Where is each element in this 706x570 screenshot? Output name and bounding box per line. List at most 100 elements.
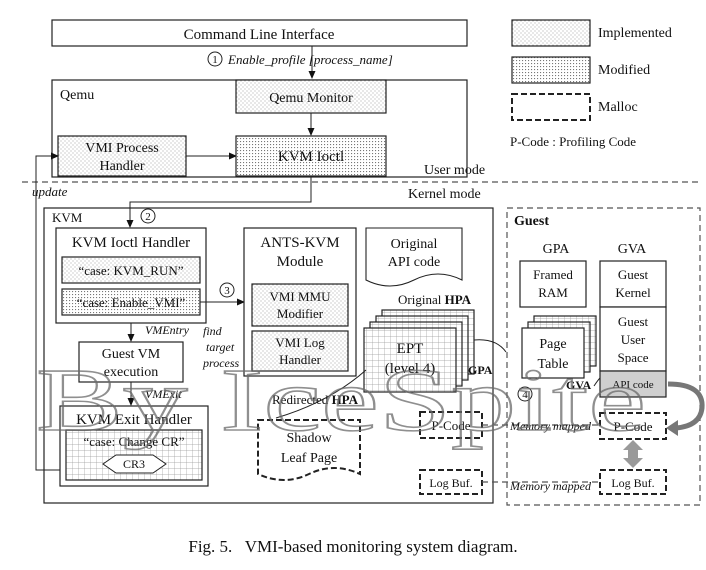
ants-kvm-title-1: ANTS-KVM bbox=[260, 235, 339, 251]
guest-kernel-label-2: Kernel bbox=[615, 285, 651, 300]
vmexit-label: VMExit bbox=[145, 387, 182, 401]
memory-mapped-label-1: Memory mapped bbox=[509, 419, 592, 433]
guest-logbuf-label: Log Buf. bbox=[611, 476, 654, 490]
legend-pcode-note: P-Code : Profiling Code bbox=[510, 134, 636, 149]
guest-user-space-label-3: Space bbox=[617, 350, 648, 365]
vmi-mmu-modifier-box bbox=[251, 283, 349, 327]
kvm-exit-handler-label: KVM Exit Handler bbox=[76, 412, 192, 428]
redirected-hpa-label: Redirected HPA bbox=[272, 392, 359, 407]
step-2-marker bbox=[140, 208, 156, 224]
step-1-marker bbox=[207, 51, 223, 67]
find-label-3: process bbox=[202, 356, 240, 370]
step-4-number: 4 bbox=[522, 389, 528, 401]
vmi-log-handler-label-1: VMI Log bbox=[275, 335, 325, 350]
ants-kvm-title-2: Module bbox=[277, 254, 324, 270]
find-label-1: find bbox=[203, 324, 223, 338]
legend-malloc-swatch bbox=[511, 93, 591, 121]
guest-kernel-label-1: Guest bbox=[618, 267, 649, 282]
guest-gva-header: GVA bbox=[618, 242, 647, 257]
guest-logbuf-box bbox=[599, 469, 667, 495]
step-2-number: 2 bbox=[145, 211, 151, 223]
kvm-ioctl-label: KVM Ioctl bbox=[278, 149, 344, 165]
pcode-kernel-box bbox=[419, 411, 483, 439]
case-enable-vmi-label: “case: Enable_VMI” bbox=[77, 295, 186, 310]
original-api-code-page bbox=[365, 227, 463, 287]
legend-implemented-swatch bbox=[511, 19, 591, 47]
kernel-mode-label: Kernel mode bbox=[408, 187, 481, 202]
case-kvm-run-box bbox=[61, 256, 201, 284]
guest-vm-execution-box bbox=[78, 341, 184, 383]
logbuf-kernel-box bbox=[419, 469, 483, 495]
user-mode-label: User mode bbox=[424, 163, 485, 178]
guest-vm-execution-label-1: Guest VM bbox=[102, 347, 161, 362]
case-enable-vmi-box bbox=[61, 288, 201, 316]
legend-implemented-label: Implemented bbox=[598, 26, 672, 41]
guest-vm-execution-label-2: execution bbox=[104, 365, 158, 380]
ept-stack bbox=[363, 309, 475, 393]
vmi-process-handler-label-1: VMI Process bbox=[85, 141, 159, 156]
case-change-cr-label: “case: Change CR” bbox=[83, 434, 184, 449]
guest-api-code-box bbox=[599, 370, 667, 398]
ept-label-2: (level 4) bbox=[385, 361, 435, 377]
page-table-label-2: Table bbox=[538, 357, 569, 372]
page-table-stack bbox=[521, 315, 597, 379]
cr3-diamond bbox=[102, 454, 167, 474]
pcode-logbuf-double-arrow bbox=[623, 440, 643, 468]
legend-modified-swatch bbox=[511, 56, 591, 84]
qemu-monitor-label: Qemu Monitor bbox=[269, 91, 353, 106]
cli-box bbox=[51, 19, 468, 47]
shadow-leaf-page-label-2: Leaf Page bbox=[281, 451, 337, 466]
original-hpa-label: Original HPA bbox=[398, 292, 472, 307]
legend: Implemented Modified Malloc P-Code : Pro… bbox=[510, 19, 672, 149]
api-to-pcode-arrow bbox=[667, 381, 705, 431]
original-api-code-label-1: Original bbox=[391, 237, 438, 252]
case-kvm-run-label: “case: KVM_RUN” bbox=[78, 263, 183, 278]
guest-label: Guest bbox=[514, 214, 549, 229]
figure-caption: Fig. 5. VMI-based monitoring system diag… bbox=[188, 537, 517, 556]
step-1-text: Enable_profile [process_name] bbox=[227, 52, 393, 67]
page-table-label-1: Page bbox=[539, 337, 566, 352]
ept-label-1: EPT bbox=[397, 341, 424, 357]
framed-ram-label-2: RAM bbox=[538, 285, 568, 300]
legend-malloc-label: Malloc bbox=[598, 100, 638, 115]
update-label: update bbox=[32, 184, 68, 199]
step-3-number: 3 bbox=[224, 285, 230, 297]
shadow-leaf-page-label-1: Shadow bbox=[286, 431, 332, 446]
vmi-mmu-modifier-label-1: VMI MMU bbox=[269, 289, 331, 304]
kvm-box bbox=[43, 207, 494, 504]
original-api-code-label-2: API code bbox=[388, 255, 441, 270]
framed-ram-label-1: Framed bbox=[533, 267, 573, 282]
qemu-label: Qemu bbox=[60, 88, 94, 103]
watermark: By IceSpite bbox=[36, 351, 646, 450]
memory-mapped-label-2: Memory mapped bbox=[509, 479, 592, 493]
cli-label: Command Line Interface bbox=[184, 27, 335, 43]
vmi-log-handler-label-2: Handler bbox=[279, 352, 322, 367]
guest-user-space-label-1: Guest bbox=[618, 314, 649, 329]
vmentry-label: VMEntry bbox=[145, 323, 190, 337]
guest-pcode-box bbox=[599, 412, 667, 440]
kvm-ioctl-handler-label: KVM Ioctl Handler bbox=[72, 235, 190, 251]
kvm-label: KVM bbox=[52, 210, 83, 225]
step-3-marker bbox=[219, 282, 235, 298]
cr3-label: CR3 bbox=[123, 457, 145, 471]
step-4-marker bbox=[517, 386, 533, 402]
find-label-2: target bbox=[206, 340, 235, 354]
framed-ram-box bbox=[519, 260, 587, 308]
pcode-kernel-label: P-Code bbox=[432, 418, 471, 433]
guest-api-code-label: API code bbox=[612, 379, 653, 391]
gpa-small-label: GPA bbox=[468, 363, 493, 377]
guest-user-space-box bbox=[599, 306, 667, 372]
vmi-log-handler-box bbox=[251, 330, 349, 372]
logbuf-kernel-label: Log Buf. bbox=[429, 476, 472, 490]
guest-gpa-header: GPA bbox=[543, 242, 571, 257]
vmi-mmu-modifier-label-2: Modifier bbox=[277, 306, 324, 321]
vmi-process-handler-label-2: Handler bbox=[99, 159, 144, 174]
legend-modified-label: Modified bbox=[598, 63, 650, 78]
shadow-leaf-page bbox=[257, 419, 361, 481]
guest-user-space-label-2: User bbox=[621, 332, 646, 347]
step-1-number: 1 bbox=[212, 54, 218, 66]
guest-gva-small-label: GVA bbox=[566, 378, 591, 392]
guest-box bbox=[506, 207, 701, 506]
guest-pcode-label: P-Code bbox=[614, 419, 653, 434]
